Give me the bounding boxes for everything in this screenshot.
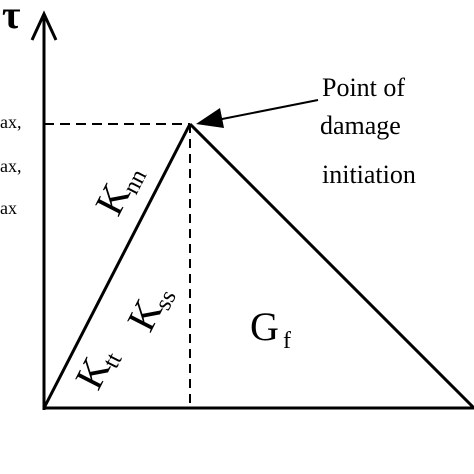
area-label-sub: f: [283, 328, 291, 354]
left-label-2: ax,: [0, 156, 22, 176]
softening-line: [188, 122, 474, 410]
annotation-line-2: damage: [320, 111, 401, 140]
stiffness-label-ss: K ss: [118, 286, 182, 338]
annotation-arrow-shaft: [211, 99, 319, 122]
y-axis-label: τ: [2, 0, 20, 37]
left-label-1: ax,: [0, 112, 22, 132]
area-label-main: G: [250, 304, 279, 349]
annotation-line-1: Point of: [322, 73, 405, 102]
loading-line: [42, 123, 192, 409]
left-label-3: ax: [0, 198, 17, 218]
annotation-line-3: initiation: [322, 160, 416, 189]
y-axis-arrow-icon: [30, 10, 58, 41]
stiffness-label-nn: K nn: [86, 165, 152, 222]
annotation-arrow-icon: [196, 108, 224, 128]
